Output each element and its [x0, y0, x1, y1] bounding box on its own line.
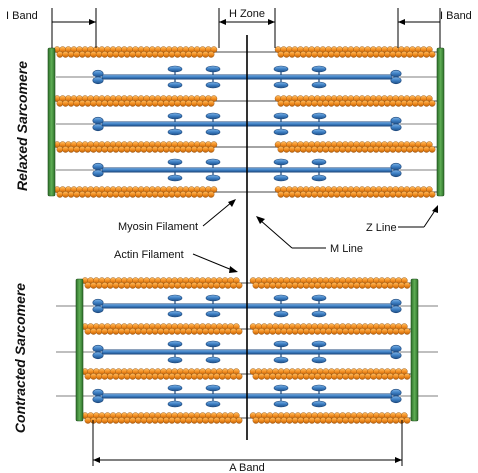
- contracted-sarcomere-label: Contracted Sarcomere: [12, 283, 28, 433]
- relaxed-sarcomere: [47, 46, 445, 198]
- actin-filament: [249, 412, 411, 424]
- actin-filament-label: Actin Filament: [114, 249, 184, 261]
- myosin-filament: [56, 294, 438, 318]
- actin-filament: [53, 141, 218, 153]
- actin-filament: [274, 46, 436, 58]
- actin-filament: [81, 412, 243, 424]
- actin-filament: [274, 186, 436, 198]
- actin-filament: [81, 277, 243, 289]
- relaxed-sarcomere-label: Relaxed Sarcomere: [14, 61, 30, 191]
- actin-filament: [81, 323, 243, 335]
- actin-filament: [53, 95, 218, 107]
- actin-filament: [249, 277, 411, 289]
- actin-filament: [53, 46, 218, 58]
- contracted-sarcomere: [56, 277, 438, 424]
- a-band-dimension: [92, 420, 403, 466]
- z-line-left: [75, 278, 84, 422]
- i-band-right-label: I Band: [440, 10, 472, 22]
- actin-filament: [53, 186, 218, 198]
- top-dimension-lines: [51, 8, 441, 48]
- i-band-left-label: I Band: [6, 10, 38, 22]
- myosin-filament-label: Myosin Filament: [118, 221, 198, 233]
- callout-lines: [192, 199, 438, 273]
- actin-filament: [249, 368, 411, 380]
- z-line-label: Z Line: [366, 222, 397, 234]
- m-line-label: M Line: [330, 243, 363, 255]
- a-band-label: A Band: [229, 462, 264, 473]
- actin-filament: [274, 141, 436, 153]
- z-line-right: [410, 278, 419, 422]
- actin-filament: [81, 368, 243, 380]
- actin-filament: [249, 323, 411, 335]
- z-line-left: [47, 47, 56, 197]
- h-zone-label: H Zone: [229, 8, 265, 20]
- z-line-right: [436, 47, 445, 197]
- actin-filament: [274, 95, 436, 107]
